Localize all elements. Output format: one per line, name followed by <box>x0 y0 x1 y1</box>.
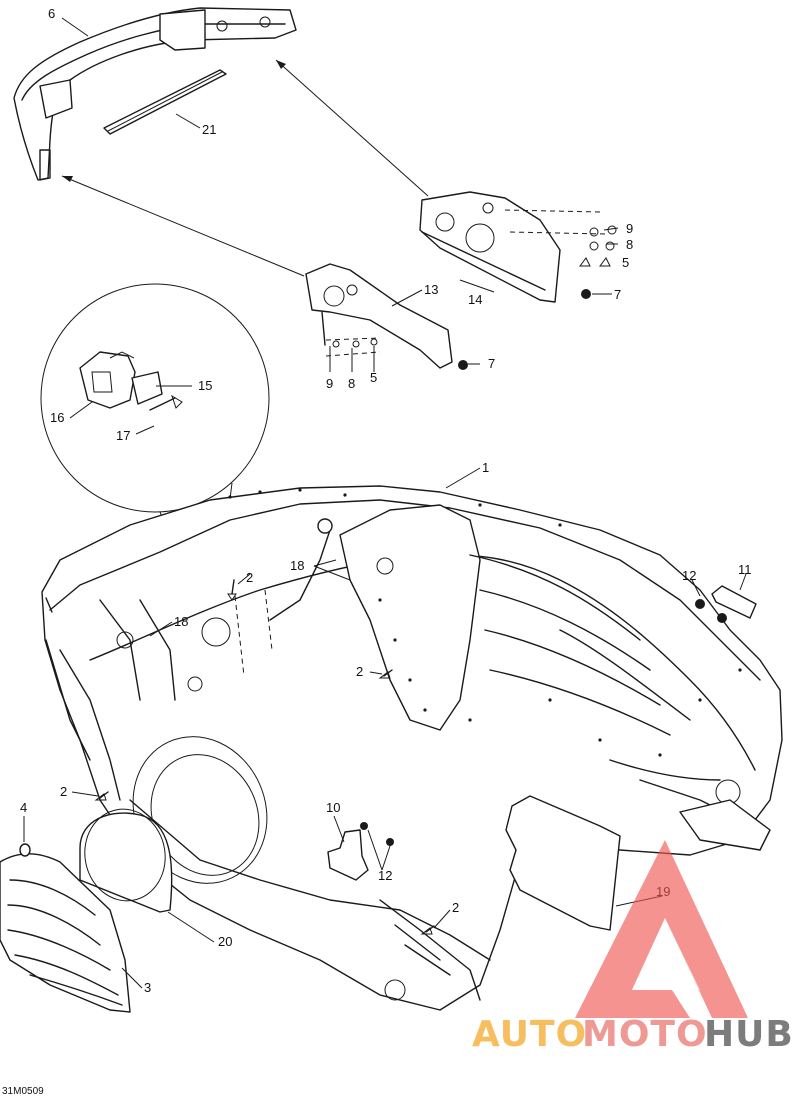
watermark-hub: HUB <box>704 1014 794 1055</box>
callout-12b: 12 <box>378 868 392 883</box>
seal-disk-part-20 <box>79 808 173 913</box>
callout-8b: 8 <box>348 376 355 391</box>
callout-1: 1 <box>482 460 489 475</box>
callout-11: 11 <box>738 562 752 577</box>
watermark-logo: AUTO MOTO HUB <box>472 840 794 1055</box>
bracket-part-14 <box>419 191 606 303</box>
nut-part-4 <box>19 843 31 857</box>
callout-2d: 2 <box>452 900 459 915</box>
callout-6: 6 <box>48 6 55 21</box>
hardware-right <box>579 225 617 299</box>
assembly-arrows <box>61 59 429 277</box>
watermark-moto: MOTO <box>582 1014 708 1055</box>
callout-5b: 5 <box>370 370 377 385</box>
callout-18a: 18 <box>290 558 304 573</box>
callout-14: 14 <box>468 292 482 307</box>
callout-13: 13 <box>424 282 438 297</box>
callout-9b: 9 <box>326 376 333 391</box>
callout-7a: 7 <box>614 287 621 302</box>
grille-part-3 <box>0 853 131 1013</box>
callout-16: 16 <box>50 410 64 425</box>
leader-lines <box>23 17 747 989</box>
callout-7b: 7 <box>488 356 495 371</box>
callout-8a: 8 <box>626 237 633 252</box>
callout-18b: 18 <box>174 614 188 629</box>
callout-21: 21 <box>202 122 216 137</box>
panel-part-19 <box>505 795 621 931</box>
mount-part-11 <box>695 585 757 623</box>
callout-2a: 2 <box>246 570 253 585</box>
bracket-part-10 <box>327 822 394 881</box>
screws-part-2 <box>94 579 435 935</box>
callout-10: 10 <box>326 800 340 815</box>
callout-15: 15 <box>198 378 212 393</box>
bar-part-21 <box>103 69 227 135</box>
rear-bumper-part-6 <box>13 7 297 181</box>
callout-17: 17 <box>116 428 130 443</box>
callout-20: 20 <box>218 934 232 949</box>
callout-9a: 9 <box>626 221 633 236</box>
callout-5a: 5 <box>622 255 629 270</box>
callout-4: 4 <box>20 800 27 815</box>
callout-3: 3 <box>144 980 151 995</box>
callout-2c: 2 <box>60 784 67 799</box>
callout-2b: 2 <box>356 664 363 679</box>
callout-12a: 12 <box>682 568 696 583</box>
bracket-part-13 <box>305 263 468 370</box>
watermark-auto: AUTO <box>472 1014 587 1055</box>
callout-labels: 6 21 1 13 14 9 8 5 7 7 9 8 5 15 16 17 18… <box>2 6 752 1097</box>
drawing-code: 31M0509 <box>2 1086 44 1097</box>
